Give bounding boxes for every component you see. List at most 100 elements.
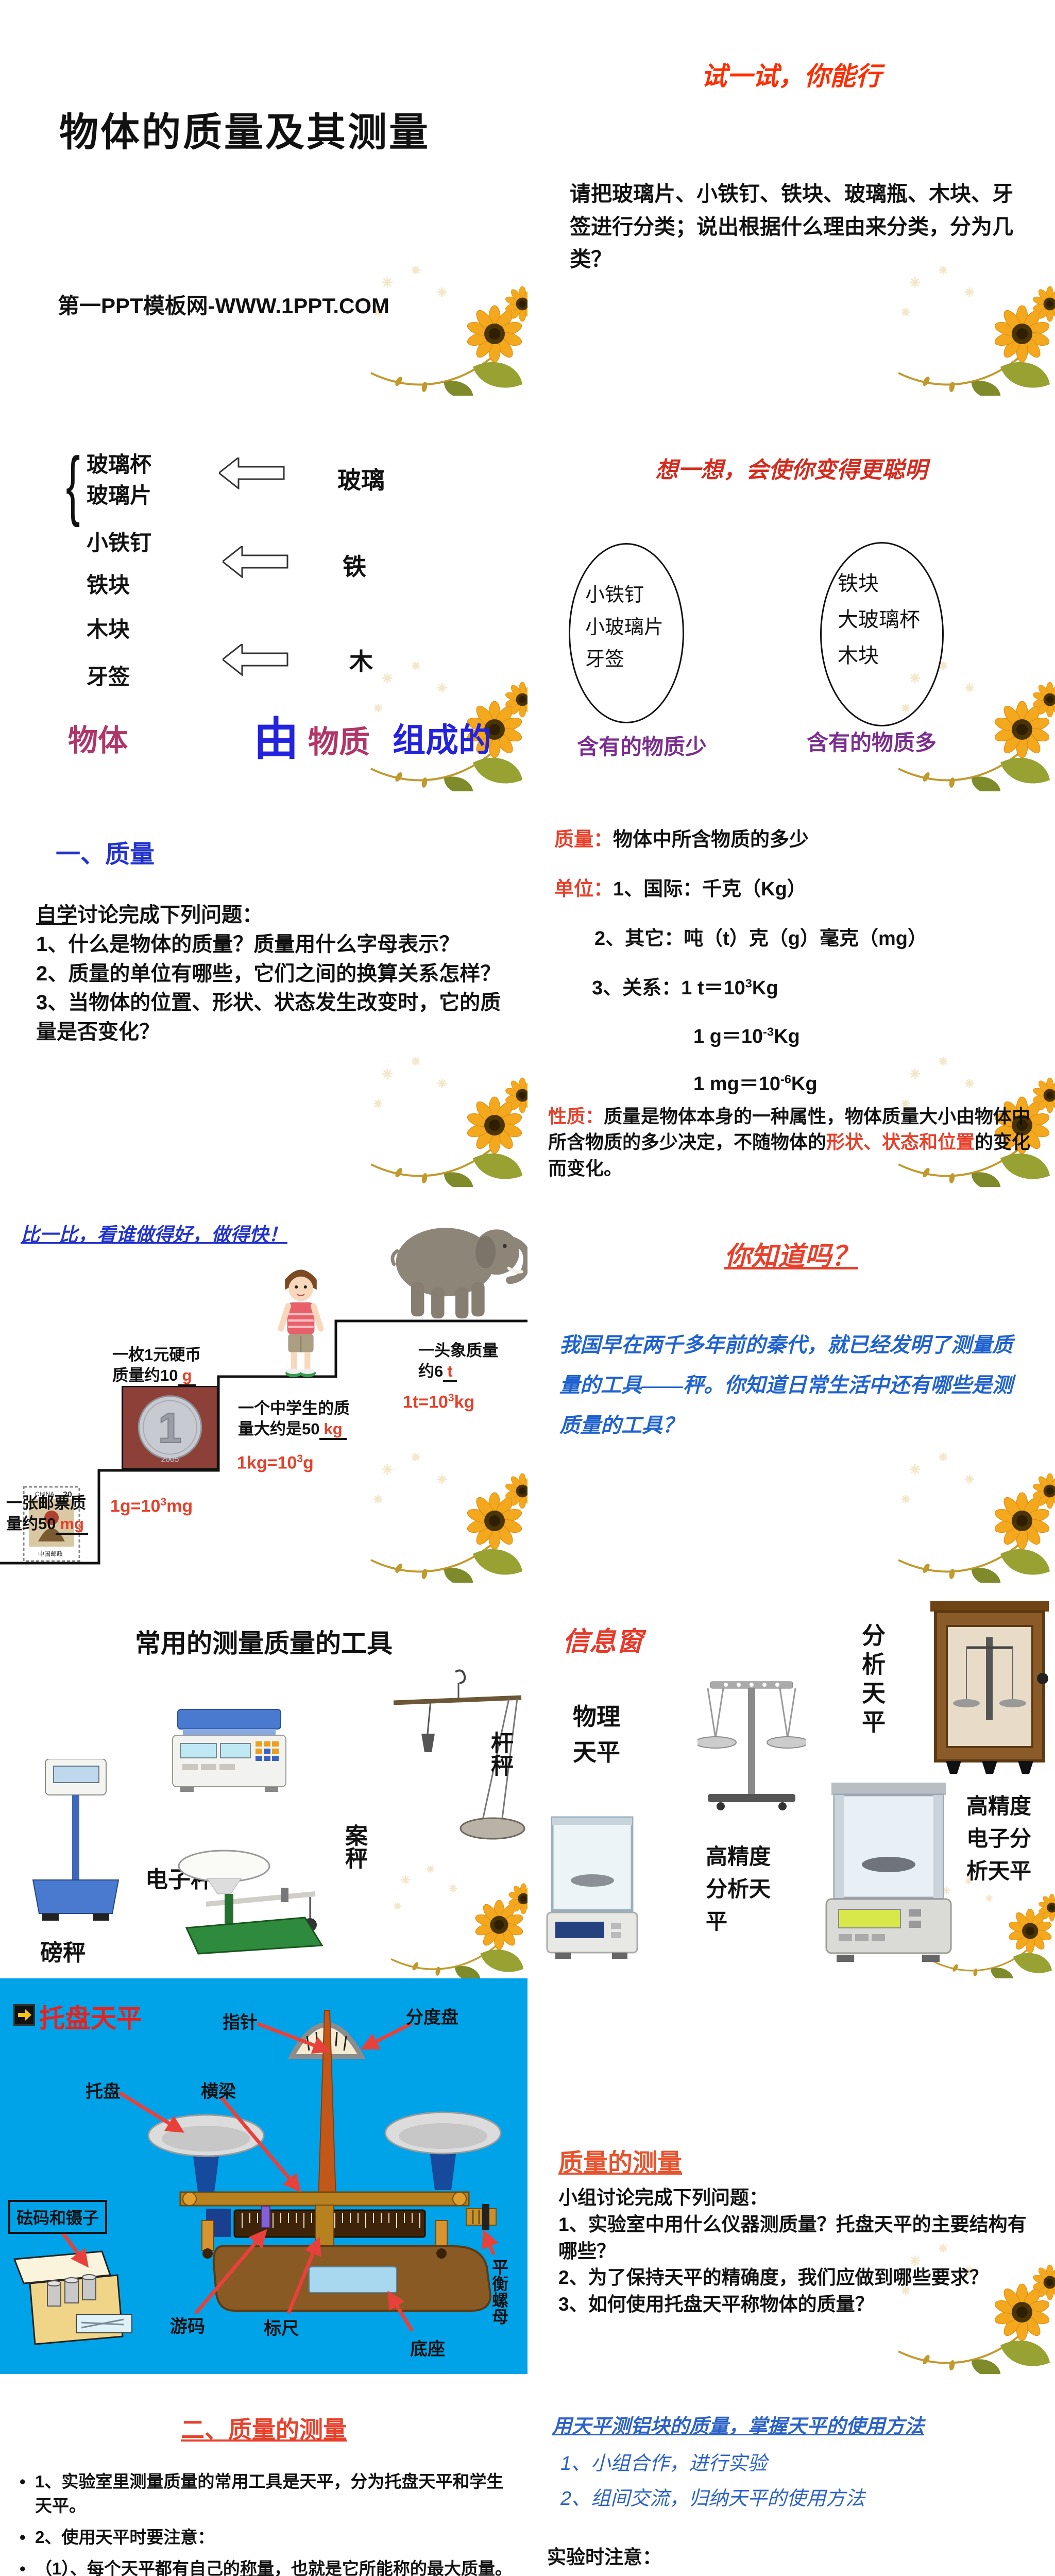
slide-title: 你知道吗？ — [724, 1242, 858, 1272]
slide-08-doyouknow: 你知道吗？ 我国早在两千多年前的秦代，就已经发明了测量质量的工具——秤。你知道日… — [528, 1187, 1055, 1583]
item-nail: 小铁钉 — [87, 531, 152, 555]
unit-international: 1、国际：千克（Kg） — [613, 878, 807, 900]
slide-09-tools: 常用的测量质量的工具 电子秤 磅秤 — [0, 1583, 528, 1978]
caption-few: 含有的物质少 — [577, 735, 707, 759]
conclusion-object: 物体 — [68, 724, 128, 757]
material-iron: 铁 — [343, 553, 366, 580]
formula-g-mg: 1g=103mg — [110, 1496, 193, 1516]
unit-line-2: 2、其它：吨（t）克（g）毫克（mg） — [594, 928, 928, 950]
slide-title: 质量的测量 — [558, 2149, 683, 2177]
ellipse-right-items: 铁块大玻璃杯木块 — [838, 572, 920, 667]
analytical-balance-image — [930, 1601, 1049, 1774]
svg-text:20: 20 — [63, 1490, 72, 1499]
relation-label: 3、关系： — [592, 977, 682, 999]
unit-line-1: 单位：1、国际：千克（Kg） — [554, 873, 807, 901]
elephant-caption-line1: 一头象质量 — [418, 1342, 498, 1360]
definition-line: 质量：物体中所含物质的多少 — [554, 823, 809, 852]
sunflower-decoration-icon — [367, 1052, 528, 1187]
sunflower-decoration-icon — [367, 261, 528, 396]
label-hp-analytical: 高精度分析天平 — [706, 1844, 771, 1934]
physical-balance-image — [697, 1681, 806, 1810]
label-analytical-balance: 分析天平 — [859, 1623, 886, 1738]
slide-01-title: 物体的质量及其测量 第一PPT模板网-WWW.1PPT.COM — [0, 0, 528, 396]
label-platform-scale: 磅秤 — [40, 1940, 86, 1965]
coin-caption-line1: 一枚1元硬币 — [112, 1346, 201, 1364]
sunflower-decoration-icon — [894, 1448, 1055, 1583]
stamp-caption-line1: 一张邮票质 — [6, 1494, 86, 1512]
material-wood: 木 — [349, 648, 373, 675]
question-1: 1、什么是物体的质量？质量用什么字母表示？ — [36, 933, 460, 956]
slide-13-measurement-notes: 二、质量的测量 1、实验室里测量质量的常用工具是天平，分为托盘天平和学生天平。 … — [0, 2374, 528, 2576]
electronic-scale-image — [172, 1709, 286, 1792]
item-glass-cup: 玻璃杯 — [87, 452, 152, 477]
slide-02-try: 试一试，你能行 请把玻璃片、小铁钉、铁块、玻璃瓶、木块、牙签进行分类；说出根据什… — [528, 0, 1055, 396]
item-glass-sheet: 玻璃片 — [87, 483, 152, 507]
item-wood-block: 木块 — [87, 617, 130, 641]
slide-12-measure-discuss: 质量的测量 小组讨论完成下列问题： 1、实验室中用什么仪器测质量？托盘天平的主要… — [528, 1978, 1055, 2374]
elephant-image — [390, 1228, 528, 1319]
left-arrow-icon — [219, 457, 285, 489]
note-2: 2、使用天平时要注意： — [18, 2526, 512, 2550]
platform-scale-image — [32, 1759, 120, 1921]
slide-07-compare: 比一比，看谁做得好，做得快！ — [0, 1187, 528, 1583]
question-2: 2、为了保持天平的精确度，我们应做到哪些要求？ — [558, 2267, 989, 2289]
label-pan: 托盘 — [86, 2082, 121, 2102]
note-title: 实验时注意： — [547, 2547, 661, 2568]
label-pointer: 指针 — [223, 2013, 258, 2032]
deck-title: 物体的质量及其测量 — [59, 111, 430, 155]
formula-t-kg: 1t=103kg — [403, 1392, 475, 1412]
hp-analytical-balance-image — [546, 1816, 638, 1959]
conclusion-substance: 物质 — [308, 725, 370, 759]
label-case-scale: 案秤 — [342, 1824, 367, 1869]
label-beam: 横梁 — [201, 2082, 236, 2102]
slide-title: 一、质量 — [56, 841, 155, 868]
unit-label: 单位： — [554, 878, 614, 900]
definition-label: 质量： — [554, 829, 614, 851]
slide-11-balance-diagram: 托盘天平 指针 分度盘 托盘 横梁 砝码和镊子 游码 标尺 底座 平衡螺母 — [0, 1978, 528, 2374]
caption-many: 含有的物质多 — [807, 731, 937, 755]
slide-title: 想一想，会使你变得更聪明 — [655, 457, 927, 483]
slide-10-infowindow: 信息窗 物理天平 分析天平 高精度分析天平 — [528, 1583, 1055, 1978]
staircase-lines — [0, 1319, 528, 1565]
slide-title: 试一试，你能行 — [701, 62, 881, 91]
slide-body: 请把玻璃片、小铁钉、铁块、玻璃瓶、木块、牙签进行分类；说出根据什么理由来分类，分… — [570, 182, 1013, 272]
conclusion-by: 由 — [253, 714, 299, 765]
formula-g: 1 g＝10-3Kg — [693, 1025, 800, 1047]
stamp-image: CHINA 20 中国邮政 — [23, 1486, 80, 1562]
steelyard-image — [393, 1669, 525, 1840]
svg-text:1: 1 — [158, 1404, 182, 1452]
definition-text: 物体中所含物质的多少 — [613, 829, 809, 851]
label-base: 底座 — [410, 2340, 445, 2359]
intro-line: 自学讨论完成下列问题： — [36, 904, 263, 926]
question-3: 3、当物体的位置、形状、状态发生改变时，它的质量是否变化？ — [36, 991, 501, 1044]
item-iron-block: 铁块 — [87, 573, 130, 597]
label-steelyard: 杆秤 — [487, 1731, 513, 1776]
slide-title: 常用的测量质量的工具 — [135, 1629, 393, 1658]
slide-03-objects-materials: { 玻璃杯 玻璃片 小铁钉 铁块 木块 牙签 玻璃 铁 木 物体 由 物质 组成… — [0, 396, 528, 791]
svg-text:CHINA: CHINA — [35, 1490, 54, 1498]
brace: { — [66, 441, 80, 528]
slide-06-definition: 质量：物体中所含物质的多少 单位：1、国际：千克（Kg） 2、其它：吨（t）克（… — [528, 791, 1055, 1187]
formula-t: 1 t＝103Kg — [681, 976, 778, 999]
property-paragraph: 性质：质量是物体本身的一种属性，物体质量大小由物体中所含物质的多少决定，不随物体… — [548, 1106, 1031, 1179]
label-physical-balance: 物理天平 — [573, 1703, 620, 1766]
svg-text:中国邮政: 中国邮政 — [38, 1550, 63, 1557]
deck-footer: 第一PPT模板网-WWW.1PPT.COM — [58, 294, 389, 318]
note-1: 1、实验室里测量质量的常用工具是天平，分为托盘天平和学生天平。 — [18, 2470, 512, 2518]
question-3: 3、如何使用托盘天平称物体的质量？ — [558, 2294, 874, 2315]
ellipse-left-items: 小铁钉小玻璃片牙签 — [585, 584, 664, 671]
material-glass: 玻璃 — [337, 467, 385, 494]
arrow-bullet-icon — [13, 2004, 35, 2026]
item-toothpick: 牙签 — [87, 665, 130, 689]
slide-05-mass: 一、质量 自学讨论完成下列问题： 1、什么是物体的质量？质量用什么字母表示？ 2… — [0, 791, 528, 1187]
label-hp-electronic: 高精度电子分析天平 — [966, 1794, 1032, 1883]
ellipse-left — [569, 543, 684, 723]
slide-title: 用天平测铝块的质量，掌握天平的使用方法 — [552, 2416, 925, 2437]
note-3: （1）、每个天平都有自己的称量，也就是它所能称的最大质量。被测物体的质量不能超过… — [18, 2557, 512, 2576]
label-balance-nut: 平衡螺母 — [490, 2259, 508, 2325]
